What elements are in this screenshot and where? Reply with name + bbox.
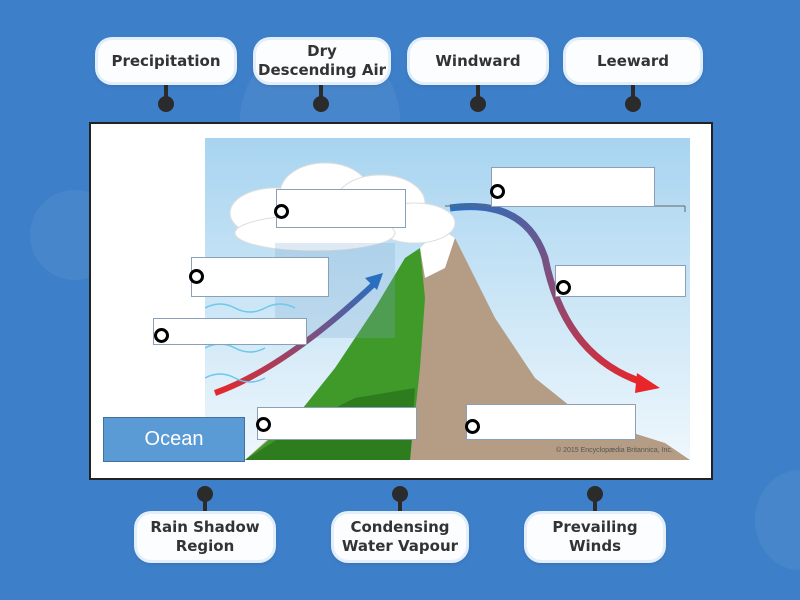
label-tile-windward[interactable]: Windward xyxy=(410,40,546,82)
drop-zone-4[interactable] xyxy=(555,265,686,297)
pin-stem xyxy=(593,494,597,514)
label-text: Rain Shadow Region xyxy=(150,518,260,555)
label-tile-precipitation[interactable]: Precipitation xyxy=(98,40,234,82)
pin-head xyxy=(313,96,329,112)
drop-zone-2[interactable] xyxy=(491,167,655,207)
target-ring-icon xyxy=(189,269,204,284)
target-ring-icon xyxy=(154,328,169,343)
label-text: Precipitation xyxy=(111,51,221,70)
ocean-label: Ocean xyxy=(103,417,245,462)
label-tile-condensing-water-vapour[interactable]: Condensing Water Vapour xyxy=(334,514,466,560)
pin-stem xyxy=(476,82,480,104)
label-text: Condensing Water Vapour xyxy=(341,518,459,555)
pin-stem xyxy=(631,82,635,104)
pin-head xyxy=(625,96,641,112)
label-tile-prevailing-winds[interactable]: Prevailing Winds xyxy=(527,514,663,560)
target-ring-icon xyxy=(256,417,271,432)
drop-zone-6[interactable] xyxy=(257,407,417,440)
drop-zone-3[interactable] xyxy=(191,257,329,297)
pin-head xyxy=(158,96,174,112)
pin-stem xyxy=(398,494,402,514)
label-text: Dry Descending Air xyxy=(258,42,386,79)
target-ring-icon xyxy=(274,204,289,219)
drop-zone-1[interactable] xyxy=(276,189,406,228)
drop-zone-7[interactable] xyxy=(466,404,636,440)
pin-head xyxy=(470,96,486,112)
label-text: Prevailing Winds xyxy=(552,518,638,555)
target-ring-icon xyxy=(465,419,480,434)
label-tile-dry-descending-air[interactable]: Dry Descending Air xyxy=(256,40,388,82)
background-bubble xyxy=(755,470,800,570)
label-text: Windward xyxy=(435,51,521,70)
pin-stem xyxy=(164,82,168,104)
label-text: Leeward xyxy=(596,51,670,70)
pin-stem xyxy=(319,82,323,104)
drop-zone-5[interactable] xyxy=(153,318,307,345)
target-ring-icon xyxy=(556,280,571,295)
pin-stem xyxy=(203,494,207,514)
label-tile-leeward[interactable]: Leeward xyxy=(566,40,700,82)
copyright-text: © 2015 Encyclopædia Britannica, Inc. xyxy=(556,447,673,454)
label-tile-rain-shadow-region[interactable]: Rain Shadow Region xyxy=(137,514,273,560)
target-ring-icon xyxy=(490,184,505,199)
